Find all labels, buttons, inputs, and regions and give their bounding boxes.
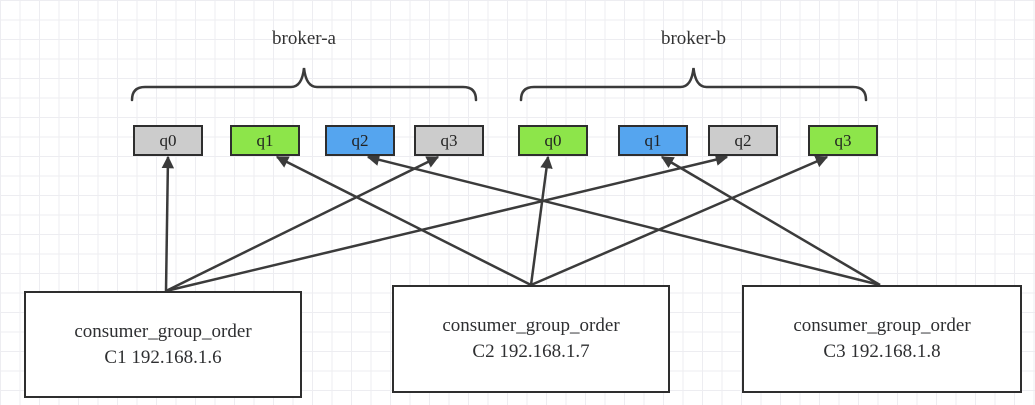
queue-box-broker-a-q3: q3 xyxy=(414,125,484,156)
consumer-box-c1: consumer_group_order C1 192.168.1.6 xyxy=(24,291,302,398)
queue-label: q1 xyxy=(256,130,274,150)
queue-box-broker-a-q2: q2 xyxy=(325,125,395,156)
queue-label: q1 xyxy=(644,130,662,150)
queue-box-broker-b-q1: q1 xyxy=(618,125,688,156)
broker-b-label: broker-b xyxy=(660,28,727,49)
consumer-box-c2: consumer_group_order C2 192.168.1.7 xyxy=(392,285,670,393)
queue-box-broker-a-q1: q1 xyxy=(230,125,300,156)
consumer-box-c3: consumer_group_order C3 192.168.1.8 xyxy=(742,285,1022,393)
consumer-id-ip: C3 192.168.1.8 xyxy=(823,341,941,362)
queue-label: q2 xyxy=(734,130,752,150)
queue-box-broker-a-q0: q0 xyxy=(133,125,203,156)
queue-box-broker-b-q2: q2 xyxy=(708,125,778,156)
queue-label: q3 xyxy=(440,130,458,150)
queue-label: q0 xyxy=(544,130,562,150)
consumer-group-name: consumer_group_order xyxy=(442,315,620,336)
consumer-id-ip: C1 192.168.1.6 xyxy=(104,346,222,368)
queue-box-broker-b-q3: q3 xyxy=(808,125,878,156)
queue-label: q0 xyxy=(159,130,177,150)
queue-label: q2 xyxy=(351,130,369,150)
consumer-group-name: consumer_group_order xyxy=(793,315,971,336)
consumer-group-name: consumer_group_order xyxy=(74,320,252,342)
queue-label: q3 xyxy=(834,130,852,150)
broker-a-label: broker-a xyxy=(272,28,336,49)
queue-box-broker-b-q0: q0 xyxy=(518,125,588,156)
consumer-id-ip: C2 192.168.1.7 xyxy=(472,341,590,362)
